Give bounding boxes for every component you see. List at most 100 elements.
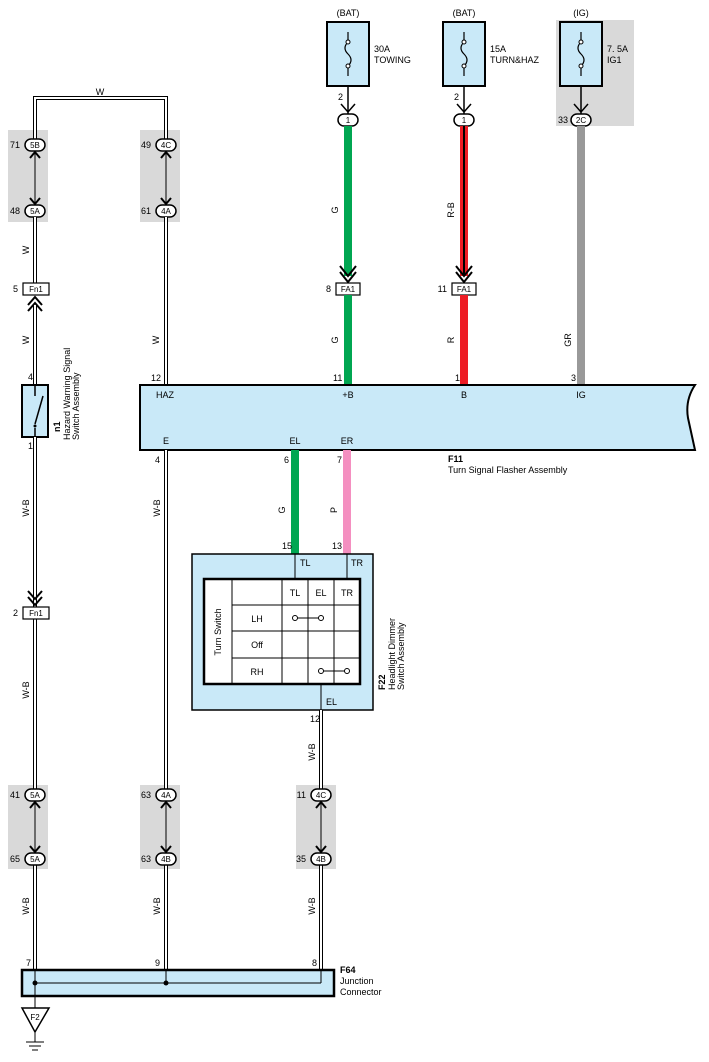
svg-text:13: 13 <box>332 541 342 551</box>
wire-pink <box>343 450 351 554</box>
connector-4c: 4C 49 <box>141 138 177 152</box>
junction-connector: 7 9 8 F64 Junction Connector <box>20 958 382 998</box>
svg-text:(BAT): (BAT) <box>453 8 476 18</box>
svg-text:TOWING: TOWING <box>374 55 411 65</box>
svg-text:61: 61 <box>141 206 151 216</box>
svg-text:Fn1: Fn1 <box>29 285 43 294</box>
svg-text:63: 63 <box>141 790 151 800</box>
fuse-ig1: (IG) 7. 5A IG1 <box>559 8 628 87</box>
svg-text:4: 4 <box>28 372 33 382</box>
svg-text:2: 2 <box>338 92 343 102</box>
svg-text:F2: F2 <box>30 1013 40 1022</box>
svg-text:4A: 4A <box>161 207 171 216</box>
svg-text:W: W <box>21 245 31 254</box>
svg-text:30A: 30A <box>374 44 390 54</box>
wire-green-3 <box>291 450 299 554</box>
svg-text:FA1: FA1 <box>341 285 356 294</box>
svg-text:5B: 5B <box>30 141 40 150</box>
svg-text:TL: TL <box>290 588 301 598</box>
svg-text:Hazard Warning Signal: Hazard Warning Signal <box>62 348 72 440</box>
svg-text:2C: 2C <box>576 116 586 125</box>
connector-fa1-red: FA1 11 <box>438 282 477 296</box>
svg-text:33: 33 <box>558 115 568 125</box>
svg-text:Switch Assembly: Switch Assembly <box>71 372 81 440</box>
svg-text:41: 41 <box>10 790 20 800</box>
svg-text:(IG): (IG) <box>573 8 589 18</box>
svg-text:8: 8 <box>326 284 331 294</box>
svg-text:W: W <box>21 335 31 344</box>
svg-text:65: 65 <box>10 854 20 864</box>
svg-text:11: 11 <box>438 284 447 294</box>
turn-signal-flasher: 12 11 1 3 HAZ +B B IG E EL ER 4 6 7 F11 … <box>139 373 697 475</box>
svg-text:71: 71 <box>10 140 20 150</box>
wire-red <box>460 295 468 385</box>
svg-text:1: 1 <box>28 441 33 451</box>
svg-text:P: P <box>329 507 339 513</box>
svg-text:11: 11 <box>297 790 306 800</box>
connector-fn1-top: Fn1 5 <box>13 282 50 296</box>
svg-text:EL: EL <box>315 588 326 598</box>
svg-text:4C: 4C <box>316 791 326 800</box>
svg-text:IG1: IG1 <box>607 55 622 65</box>
svg-text:1: 1 <box>462 116 467 125</box>
svg-text:W-B: W-B <box>152 897 162 914</box>
svg-text:11: 11 <box>333 373 342 383</box>
svg-text:5: 5 <box>13 284 18 294</box>
connector-towing: 1 <box>337 113 359 127</box>
svg-text:LH: LH <box>251 614 263 624</box>
svg-text:1: 1 <box>346 116 351 125</box>
svg-text:R-B: R-B <box>446 202 456 218</box>
svg-text:TL: TL <box>300 558 311 568</box>
svg-text:8: 8 <box>312 958 317 968</box>
svg-text:IG: IG <box>576 390 586 400</box>
svg-text:HAZ: HAZ <box>156 390 175 400</box>
headlight-dimmer-switch: 15 13 TL TR Turn Switch TL EL TR LH Off … <box>191 541 406 724</box>
svg-text:5A: 5A <box>30 207 40 216</box>
svg-text:4B: 4B <box>316 855 326 864</box>
svg-text:W-B: W-B <box>21 897 31 914</box>
svg-text:B: B <box>461 390 467 400</box>
svg-text:5A: 5A <box>30 791 40 800</box>
svg-text:+B: +B <box>342 390 353 400</box>
svg-text:(BAT): (BAT) <box>337 8 360 18</box>
svg-text:48: 48 <box>10 206 20 216</box>
connector-fn1-bottom: Fn1 2 <box>13 606 50 620</box>
svg-text:49: 49 <box>141 140 151 150</box>
svg-text:W-B: W-B <box>307 743 317 760</box>
svg-text:ER: ER <box>341 436 354 446</box>
svg-text:RH: RH <box>251 667 264 677</box>
svg-text:4: 4 <box>155 455 160 465</box>
ground-icon: F2 <box>20 983 51 1051</box>
connector-4a-top: 4A 61 <box>141 204 177 218</box>
svg-text:F11: F11 <box>448 454 463 464</box>
svg-text:7: 7 <box>337 455 342 465</box>
svg-text:TR: TR <box>351 558 363 568</box>
svg-text:Off: Off <box>251 640 263 650</box>
svg-text:7: 7 <box>26 958 31 968</box>
fuse-towing: (BAT) 30A TOWING <box>326 8 411 87</box>
wire-green-2 <box>344 295 352 385</box>
svg-text:TURN&HAZ: TURN&HAZ <box>490 55 540 65</box>
svg-text:Switch Assembly: Switch Assembly <box>396 622 406 690</box>
svg-text:FA1: FA1 <box>457 285 472 294</box>
svg-text:Turn Signal Flasher Assembly: Turn Signal Flasher Assembly <box>448 465 568 475</box>
svg-text:12: 12 <box>151 373 161 383</box>
svg-text:EL: EL <box>326 697 337 707</box>
svg-text:F22: F22 <box>377 674 387 690</box>
svg-text:15: 15 <box>282 541 292 551</box>
svg-text:35: 35 <box>296 854 306 864</box>
svg-text:15A: 15A <box>490 44 506 54</box>
svg-text:GR: GR <box>563 333 573 347</box>
connector-5a-bottom: 5A 41 5A 65 <box>10 788 46 866</box>
svg-text:2: 2 <box>13 608 18 618</box>
fuse-turnhaz: (BAT) 15A TURN&HAZ <box>442 8 540 87</box>
svg-text:E: E <box>163 436 169 446</box>
svg-text:TR: TR <box>341 588 353 598</box>
connector-4c-4b-bottom: 4C 11 4B 35 <box>296 788 332 866</box>
svg-text:W-B: W-B <box>21 681 31 698</box>
svg-text:F64: F64 <box>340 965 356 975</box>
svg-text:5A: 5A <box>30 855 40 864</box>
svg-text:Connector: Connector <box>340 987 382 997</box>
connector-ig1: 2C <box>570 113 592 127</box>
